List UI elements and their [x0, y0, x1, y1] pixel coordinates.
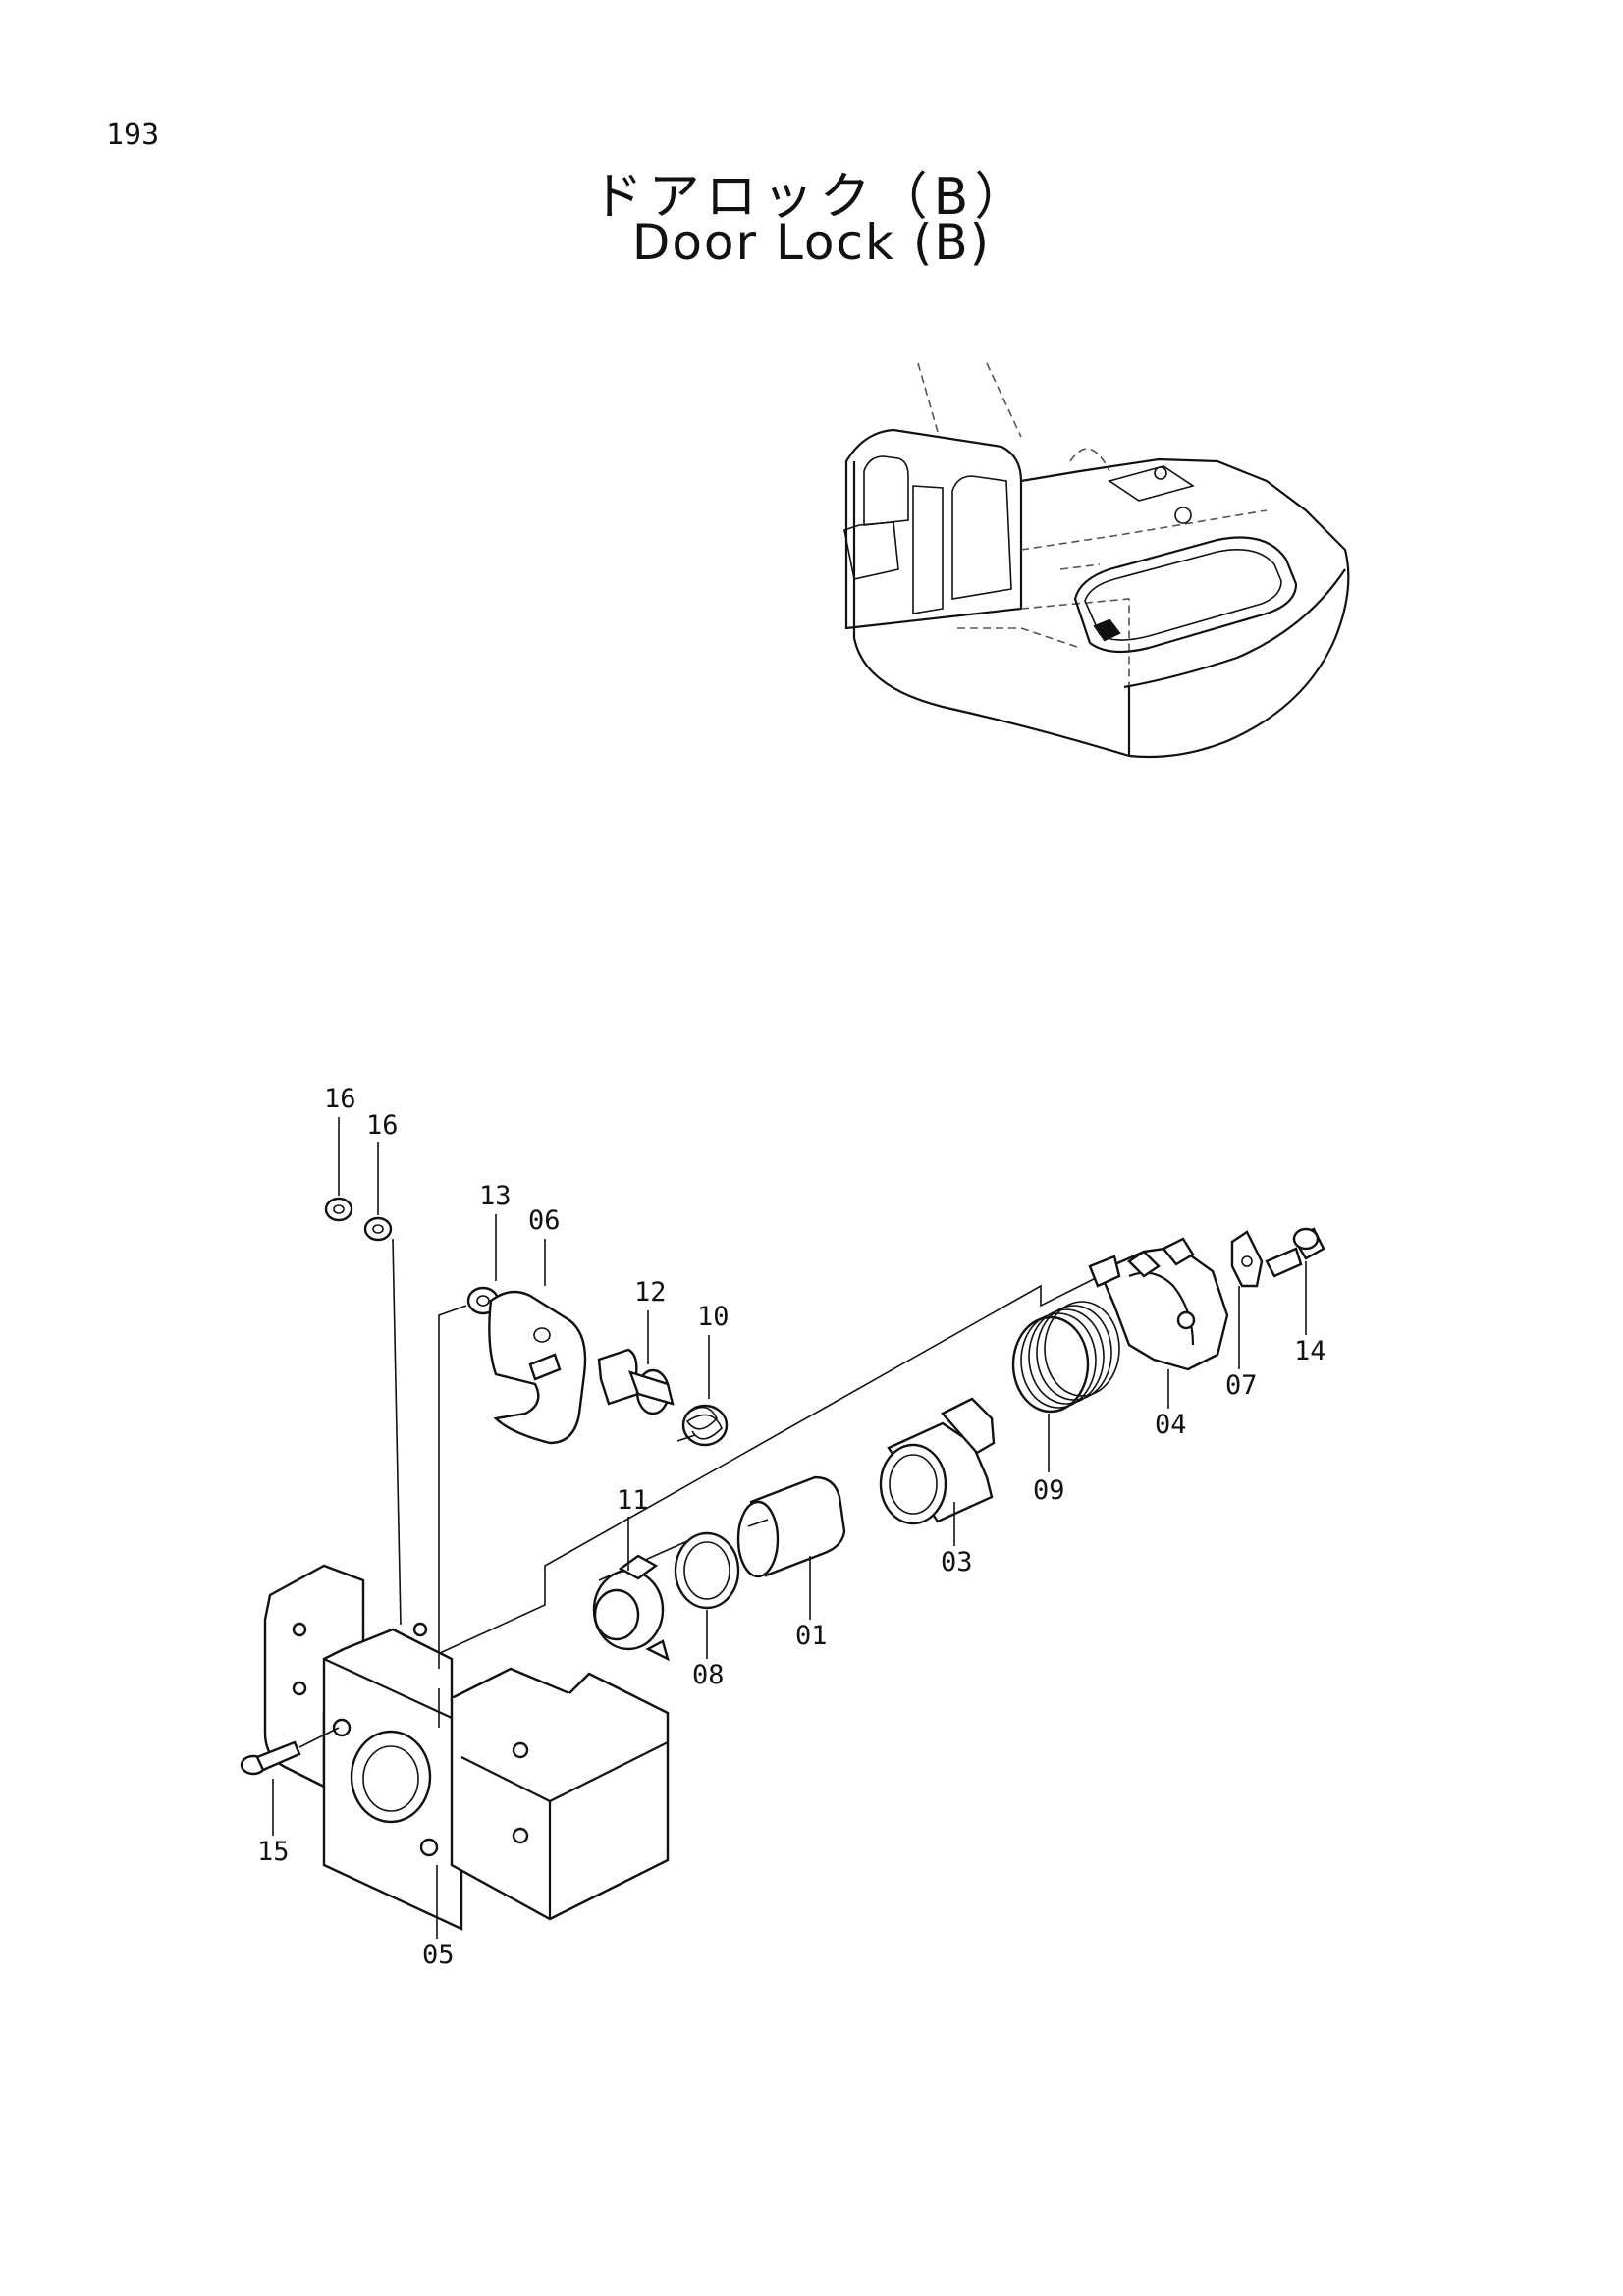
callout-16a: 16: [324, 1084, 356, 1114]
callout-16b: 16: [366, 1110, 399, 1141]
part-06-latch-plate: [488, 1290, 587, 1445]
part-16-washers: [324, 1197, 402, 1626]
callout-15: 15: [257, 1837, 290, 1867]
part-08-ring: [674, 1531, 740, 1610]
title-japanese: ドアロック（B）: [591, 168, 1032, 227]
callout-09: 09: [1033, 1475, 1065, 1506]
callout-01: 01: [795, 1621, 828, 1651]
part-01-shaft: [736, 1475, 846, 1578]
page-number: 193: [106, 118, 160, 152]
callout-06: 06: [528, 1205, 561, 1236]
title-english: Door Lock (B): [631, 214, 992, 271]
callout-03: 03: [941, 1547, 973, 1577]
callout-04: 04: [1155, 1410, 1187, 1440]
exploded-view: 16 16 13 06 12 10 14 07 04 09 03 11 01 0…: [240, 1084, 1326, 1970]
callout-10: 10: [697, 1302, 730, 1332]
callout-14: 14: [1294, 1336, 1326, 1366]
part-12-pin: [597, 1348, 675, 1415]
part-03-housing: [879, 1397, 996, 1525]
part-11-collar: [592, 1554, 670, 1662]
callout-11: 11: [617, 1485, 649, 1516]
part-15-screw: [240, 1727, 340, 1776]
part-14-bolt: [1265, 1227, 1325, 1278]
part-04-cover: [1088, 1237, 1229, 1371]
part-07-plate: [1230, 1230, 1264, 1288]
callout-05: 05: [422, 1940, 455, 1970]
part-05-bracket: [263, 1564, 670, 1931]
callout-08: 08: [692, 1660, 725, 1690]
part-10-spring: [676, 1404, 729, 1447]
callout-13: 13: [479, 1181, 512, 1211]
callout-07: 07: [1225, 1370, 1258, 1401]
part-09-coil: [1011, 1301, 1120, 1414]
machine-overview: [843, 362, 1350, 759]
callout-12: 12: [634, 1277, 667, 1308]
